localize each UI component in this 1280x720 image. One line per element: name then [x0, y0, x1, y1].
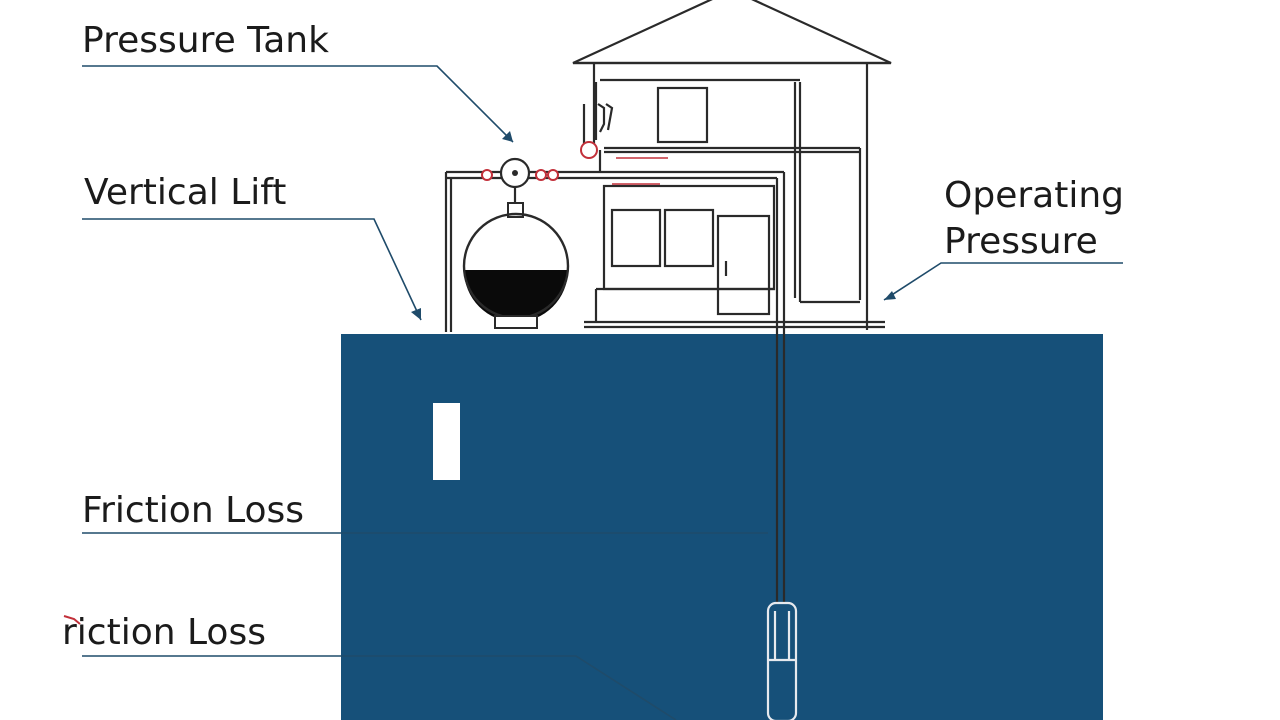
operating-pressure-label: Operating Pressure — [944, 173, 1124, 265]
house-window-left — [610, 208, 662, 268]
friction-loss-label-upper: Friction Loss — [82, 490, 305, 531]
red-mark — [63, 615, 81, 625]
valve-icon — [481, 141, 598, 189]
ground-block — [341, 334, 1103, 720]
operating-pressure-line-2: Pressure — [944, 221, 1098, 262]
red-accent-lines — [612, 157, 668, 185]
house-upper-window — [656, 86, 709, 144]
house-window-right — [663, 208, 715, 268]
friction-loss-label-lower: riction Loss — [62, 612, 266, 653]
operating-pressure-line-1: Operating — [944, 175, 1124, 216]
vertical-lift-label: Vertical Lift — [84, 172, 287, 213]
leader-lines — [82, 65, 1123, 720]
ground-marker — [433, 403, 460, 480]
submersible-pump-icon — [766, 601, 798, 720]
pressure-tank-icon — [462, 187, 570, 329]
house-icon — [572, 0, 892, 330]
house-door — [716, 214, 771, 316]
pressure-tank-label: Pressure Tank — [82, 20, 329, 61]
